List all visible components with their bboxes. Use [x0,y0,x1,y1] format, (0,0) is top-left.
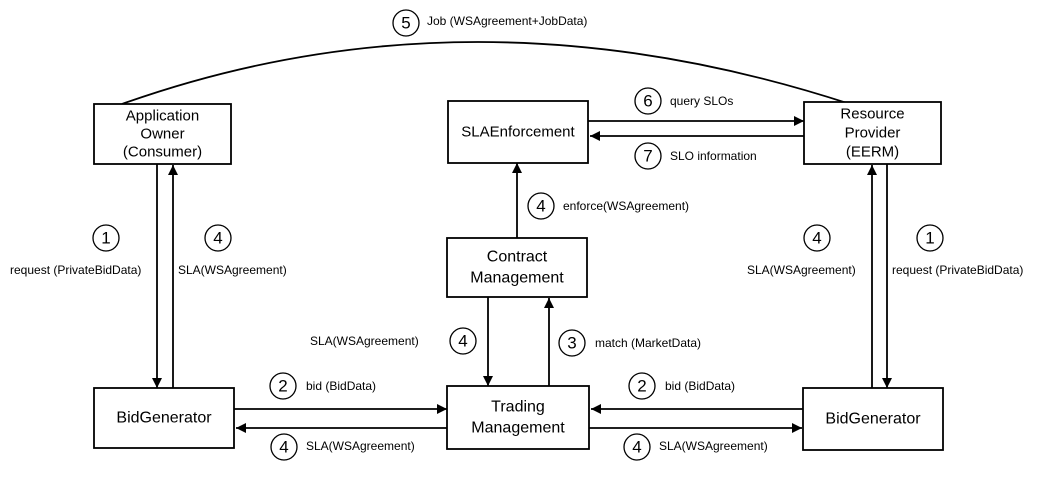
job-arc [121,41,851,105]
step-sla-left-up: 4 SLA(WSAgreement) [178,224,287,277]
node-label: Management [471,420,565,437]
step-sla-bottom-left: 4 SLA(WSAgreement) [270,433,415,461]
step-label: SLA(WSAgreement) [747,263,856,277]
node-contract-management: Contract Management [446,237,588,298]
step-number: 1 [925,229,934,248]
step-query-slos: 6 query SLOs [634,87,733,115]
step-number: 2 [637,377,646,396]
step-label: query SLOs [670,94,733,108]
step-label: match (MarketData) [595,336,701,350]
step-number: 3 [567,334,576,353]
node-label: Application [126,108,199,125]
step-sla-bottom-right: 4 SLA(WSAgreement) [623,433,768,461]
step-number: 4 [812,229,821,248]
step-label: bid (BidData) [665,379,735,393]
node-label: SLAEnforcement [461,124,575,141]
step-bid-right: 2 bid (BidData) [628,372,735,400]
step-sla-contract: 4 SLA(WSAgreement) [310,327,477,355]
connectors [121,41,892,433]
step-label: SLO information [670,149,757,163]
step-number: 2 [278,377,287,396]
step-number: 4 [213,229,222,248]
node-label: BidGenerator [825,411,921,428]
step-label: SLA(WSAgreement) [310,334,419,348]
step-label: SLA(WSAgreement) [178,263,287,277]
step-number: 4 [458,332,467,351]
step-label: request (PrivateBidData) [892,263,1023,277]
step-match: 3 match (MarketData) [558,329,701,357]
node-label: Provider [845,125,901,142]
node-bidgenerator-right: BidGenerator [802,387,944,451]
node-label: Contract [487,249,548,266]
node-application-owner: Application Owner (Consumer) [93,103,232,165]
step-sla-right-up: 4 SLA(WSAgreement) [747,224,856,277]
step-label: SLA(WSAgreement) [306,439,415,453]
step-label: SLA(WSAgreement) [659,439,768,453]
step-number: 4 [632,438,641,457]
node-sla-enforcement: SLAEnforcement [447,100,589,164]
step-number: 1 [101,229,110,248]
step-number: 4 [279,438,288,457]
node-label: Management [470,270,564,287]
step-number: 4 [536,197,545,216]
node-label: Resource [840,106,904,123]
node-resource-provider: Resource Provider (EERM) [803,101,942,165]
step-number: 5 [401,14,410,33]
node-label: Owner [140,126,184,143]
node-label: (Consumer) [123,144,202,161]
node-label: Trading [491,399,545,416]
step-label: bid (BidData) [306,379,376,393]
node-bidgenerator-left: BidGenerator [93,387,235,449]
node-label: (EERM) [846,144,899,161]
step-bid-left: 2 bid (BidData) [269,372,376,400]
node-trading-management: Trading Management [446,385,590,450]
step-request-right: 1 request (PrivateBidData) [892,224,1023,277]
step-number: 7 [643,147,652,166]
step-request-left: 1 request (PrivateBidData) [10,224,141,277]
step-label: request (PrivateBidData) [10,263,141,277]
step-label: Job (WSAgreement+JobData) [427,14,587,28]
step-enforce: 4 enforce(WSAgreement) [527,192,689,220]
step-number: 6 [643,92,652,111]
node-label: BidGenerator [116,410,212,427]
step-label: enforce(WSAgreement) [563,199,689,213]
step-slo-information: 7 SLO information [634,142,757,170]
step-job: 5 Job (WSAgreement+JobData) [392,9,587,37]
